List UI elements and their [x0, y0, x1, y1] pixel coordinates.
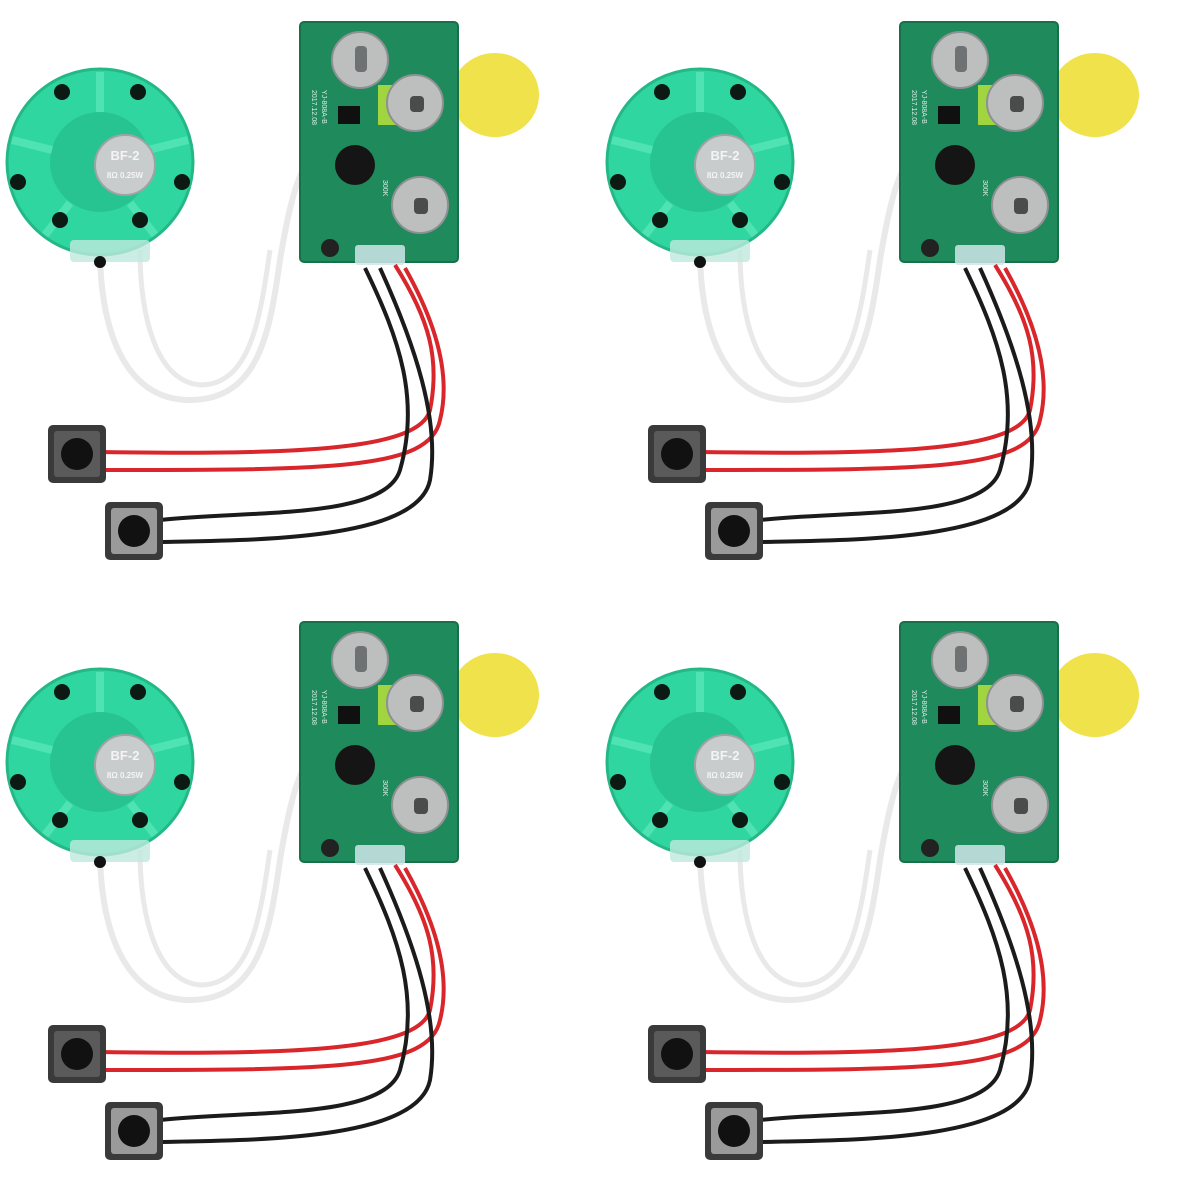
svg-text:8Ω 0.25W: 8Ω 0.25W — [107, 171, 144, 180]
svg-text:8Ω 0.25W: 8Ω 0.25W — [107, 771, 144, 780]
push-button — [48, 425, 106, 483]
pcb-board: 2017.12.08 YJ-808A-B 300K — [299, 21, 459, 265]
pcb-board: 2017.12.08 YJ-808A-B 300K — [899, 621, 1059, 865]
speaker: BF-2 8Ω 0.25W — [5, 67, 195, 268]
trigger-pad — [1051, 53, 1139, 137]
svg-text:300K: 300K — [381, 180, 388, 197]
svg-text:2017.12.08: 2017.12.08 — [310, 90, 317, 125]
svg-text:BF-2: BF-2 — [711, 148, 740, 163]
svg-text:2017.12.08: 2017.12.08 — [910, 90, 917, 125]
push-button — [705, 1102, 763, 1160]
svg-text:BF-2: BF-2 — [111, 748, 140, 763]
svg-text:300K: 300K — [381, 780, 388, 797]
trigger-pad — [451, 53, 539, 137]
sound-module-illustration: BF-2 8Ω 0.25W 2017.12.08 YJ-808A-B 300K — [605, 621, 1139, 1160]
svg-text:YJ-808A-B: YJ-808A-B — [920, 690, 927, 724]
speaker: BF-2 8Ω 0.25W — [5, 667, 195, 868]
push-button — [648, 1025, 706, 1083]
svg-text:YJ-808A-B: YJ-808A-B — [920, 90, 927, 124]
svg-text:YJ-808A-B: YJ-808A-B — [320, 690, 327, 724]
svg-text:2017.12.08: 2017.12.08 — [910, 690, 917, 725]
push-button — [48, 1025, 106, 1083]
trigger-pad — [1051, 653, 1139, 737]
push-button — [648, 425, 706, 483]
sound-module-illustration: BF-2 8Ω 0.25W 2017.12.08 YJ-808A-B 300K — [605, 21, 1139, 560]
push-button — [105, 1102, 163, 1160]
speaker: BF-2 8Ω 0.25W — [605, 667, 795, 868]
pcb-board: 2017.12.08 YJ-808A-B 300K — [299, 621, 459, 865]
sound-module-kit: BF-2 8Ω 0.25W 2017.12.08 YJ-808A-B 300K — [0, 600, 600, 1200]
sound-module-kit: BF-2 8Ω 0.25W 2017.12.08 YJ-808A-B 300K — [0, 0, 600, 600]
sound-module-illustration: BF-2 8Ω 0.25W 2017.12.08 YJ-808A-B 300K — [5, 21, 539, 560]
svg-text:2017.12.08: 2017.12.08 — [310, 690, 317, 725]
svg-text:300K: 300K — [981, 180, 988, 197]
svg-text:YJ-808A-B: YJ-808A-B — [320, 90, 327, 124]
sound-module-kit: BF-2 8Ω 0.25W 2017.12.08 YJ-808A-B 300K — [600, 0, 1200, 600]
svg-text:8Ω 0.25W: 8Ω 0.25W — [707, 771, 744, 780]
svg-text:BF-2: BF-2 — [711, 748, 740, 763]
push-button — [105, 502, 163, 560]
speaker: BF-2 8Ω 0.25W — [605, 67, 795, 268]
sound-module-illustration: BF-2 8Ω 0.25W 2017.12.08 YJ-808A-B 300K — [5, 621, 539, 1160]
pcb-board: 2017.12.08 YJ-808A-B 300K — [899, 21, 1059, 265]
trigger-pad — [451, 653, 539, 737]
svg-text:8Ω 0.25W: 8Ω 0.25W — [707, 171, 744, 180]
push-button — [705, 502, 763, 560]
sound-module-kit: BF-2 8Ω 0.25W 2017.12.08 YJ-808A-B 300K — [600, 600, 1200, 1200]
svg-text:300K: 300K — [981, 780, 988, 797]
svg-text:BF-2: BF-2 — [111, 148, 140, 163]
